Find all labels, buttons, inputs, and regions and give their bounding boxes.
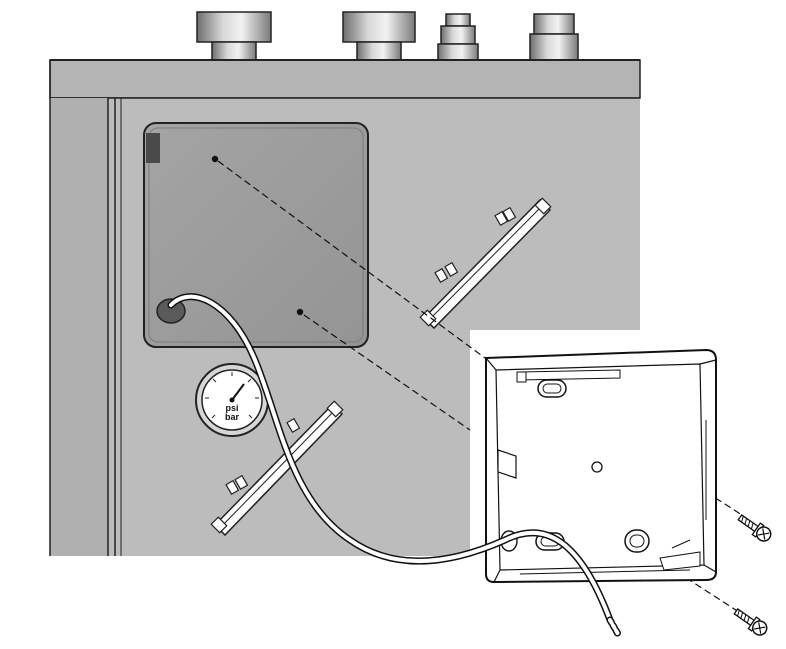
rail-clip-upper-a bbox=[494, 206, 517, 227]
pipe-fitting-2 bbox=[342, 11, 416, 61]
communication-cable bbox=[167, 293, 622, 638]
pipe-fitting-4 bbox=[529, 13, 579, 61]
gauge-needle bbox=[231, 383, 245, 401]
screw-upper bbox=[737, 514, 772, 542]
guide-panel-bottom-to-box bbox=[303, 314, 471, 431]
rail-clip-lower-a bbox=[286, 417, 301, 434]
guide-panel-top-to-box bbox=[217, 160, 486, 359]
rail-clip-lower-b bbox=[225, 474, 249, 496]
pipe-fitting-3 bbox=[437, 13, 479, 61]
cable-hole bbox=[156, 298, 186, 324]
pressure-gauge: psi bar bbox=[195, 363, 269, 437]
center-hole bbox=[591, 461, 603, 473]
mounting-rail-upper bbox=[419, 197, 552, 330]
mounting-rail-lower bbox=[210, 400, 344, 537]
gauge-unit-bar: bar bbox=[225, 412, 240, 422]
mount-hole-lower-right bbox=[624, 529, 650, 553]
mount-slot-upper bbox=[537, 379, 567, 398]
gauge-unit-psi: psi bbox=[225, 403, 238, 413]
remote-controller-backbox bbox=[485, 348, 717, 584]
control-panel-recess bbox=[143, 122, 369, 348]
rail-clip-upper-b bbox=[434, 261, 459, 284]
pipe-connections bbox=[196, 11, 579, 61]
screw-lower bbox=[733, 608, 768, 636]
pipe-fitting-1 bbox=[196, 11, 272, 61]
